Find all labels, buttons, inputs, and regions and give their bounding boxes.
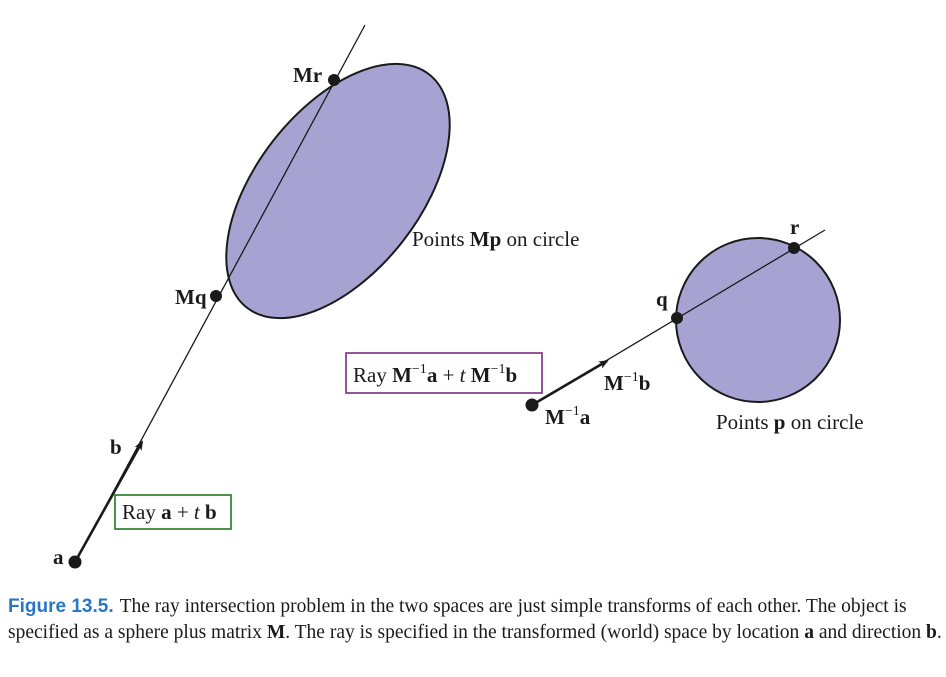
caption-M: M [266,622,286,643]
label-q: q [656,287,668,311]
transformed-ellipse [225,62,451,320]
circle-label: Points p on circle [716,410,864,434]
label-Minv-b: M−1b [604,370,650,395]
caption-text-4: . [936,622,942,643]
world-ray-box [114,494,232,530]
figure-caption: Figure 13.5.The ray intersection problem… [8,594,943,646]
point-Mq [210,290,222,302]
object-direction-arrow [531,359,609,407]
world-direction-arrow [73,440,144,563]
figure-number: Figure 13.5. [8,596,114,617]
label-Mr: Mr [293,63,322,87]
ray-transform-diagram: Mr Mq b a Points Mp on circle Ray a + t … [53,24,864,569]
ellipse-label: Points Mp on circle [412,227,579,251]
unit-circle [675,237,841,403]
caption-text-3: and direction [813,622,927,643]
caption-a: a [804,622,814,643]
label-a: a [53,545,64,569]
label-r: r [790,215,799,239]
object-ray-box [345,352,543,394]
label-b: b [110,435,122,459]
point-q [671,312,683,324]
point-r [788,242,800,254]
caption-text-2: . The ray is specified in the transforme… [285,622,805,643]
label-Minv-a: M−1a [545,404,591,429]
point-Minv-a [525,398,539,412]
point-Mr [328,74,340,86]
point-a [68,555,82,569]
caption-text-1: The ray intersection problem in the two … [8,596,907,643]
world-ray-equation: Ray a + t b [122,500,217,524]
label-Mq: Mq [175,285,207,309]
object-ray-equation: Ray M−1a + t M−1b [353,362,517,387]
caption-b: b [926,622,937,643]
